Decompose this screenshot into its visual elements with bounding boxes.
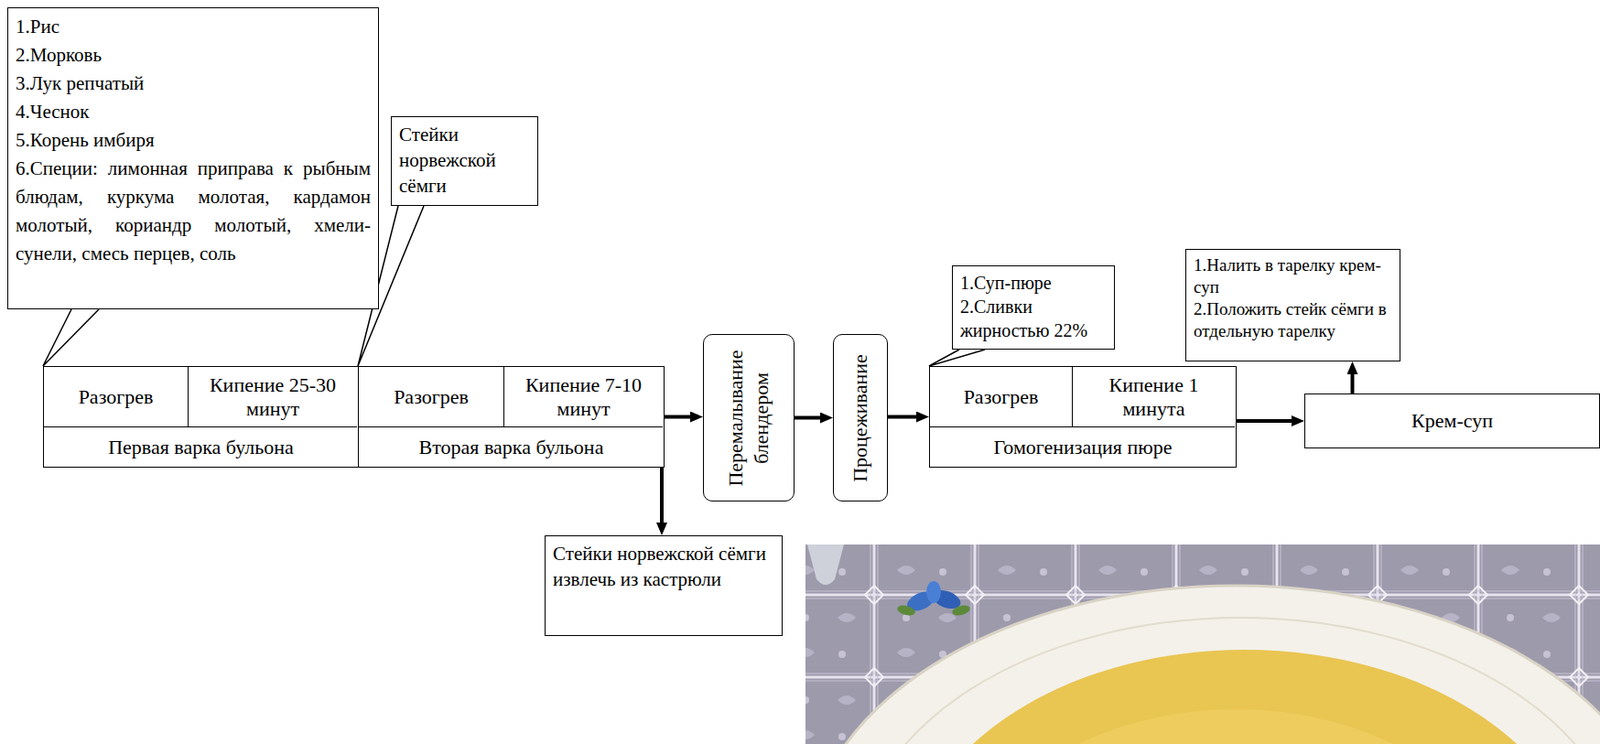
step-cell: Разогрев <box>43 367 189 428</box>
callout-box: 1.Суп-пюре2.Сливки жирностью 22% <box>951 265 1115 350</box>
callout-tail <box>929 349 985 367</box>
callout-text: Стейки норвежской сёмги <box>399 121 530 199</box>
step-text: Кипение 25-30 минут <box>194 373 352 422</box>
callout-box: Стейки норвежской сёмги <box>390 116 539 206</box>
step-cell: Кипение 25-30 минут <box>188 367 357 428</box>
callout-text: 6.Специи: лимонная приправа к рыбным блю… <box>15 154 371 269</box>
step-text: Разогрев <box>963 385 1039 410</box>
callout-text: 4.Чеснок <box>15 97 371 127</box>
step-cell: Разогрев <box>358 367 505 428</box>
flow-arrow <box>887 415 920 420</box>
stage-label: Первая варка бульона <box>43 427 358 467</box>
soup-photo <box>805 544 1600 744</box>
process-text: Перемалывание блендером <box>723 340 775 496</box>
step-text: Кипение 1 минута <box>1078 373 1230 422</box>
process-text: Процеживание <box>847 340 874 496</box>
callout-text: 2.Морковь <box>15 41 371 70</box>
step-cell: Разогрев <box>929 367 1073 428</box>
callout-box: Крем-суп <box>1304 393 1600 449</box>
step-cell: Кипение 1 минута <box>1072 367 1235 428</box>
flow-arrow <box>659 467 664 527</box>
stage-label: Вторая варка бульона <box>358 427 664 467</box>
callout-text: 2.Положить стейк сёмги в отдельную тарел… <box>1193 298 1393 343</box>
callout-text: 2.Сливки жирностью 22% <box>960 294 1107 343</box>
process-box: Перемалывание блендером <box>702 334 795 502</box>
callout-tail <box>43 309 99 367</box>
flow-arrow <box>794 416 824 421</box>
callout-text: Крем-суп <box>1411 408 1493 434</box>
callout-box: 1.Налить в тарелку крем-суп2.Положить ст… <box>1185 248 1401 362</box>
callout-box: Стейки норвежской сёмги извлечь из кастр… <box>544 535 783 637</box>
step-text: Разогрев <box>78 385 154 410</box>
flow-arrow <box>1236 419 1296 423</box>
callout-text: 1.Налить в тарелку крем-суп <box>1193 254 1393 299</box>
stage-box: Первая варка бульона Разогрев Кипение 25-3… <box>43 366 359 468</box>
callout-text: 1.Суп-пюре <box>960 270 1107 295</box>
step-cell: Кипение 7-10 минут <box>504 367 663 428</box>
process-box: Процеживание <box>832 334 888 502</box>
callout-text: Стейки норвежской сёмги извлечь из кастр… <box>552 540 775 593</box>
stage-box: Гомогенизация пюре Разогрев Кипение 1 мину… <box>929 366 1237 468</box>
stage-box: Вторая варка бульона Разогрев Кипение 7-10… <box>357 366 665 468</box>
stage-label: Гомогенизация пюре <box>929 427 1236 467</box>
step-text: Разогрев <box>393 385 469 410</box>
callout-text: 1.Рис <box>15 12 371 42</box>
flow-arrow <box>664 415 694 420</box>
callout-text: 5.Корень имбиря <box>15 126 371 155</box>
step-text: Кипение 7-10 минут <box>509 373 658 422</box>
callout-text: 3.Лук репчатый <box>15 69 371 98</box>
flow-arrow <box>1351 370 1355 394</box>
callout-box: 1.Рис2.Морковь3.Лук репчатый4.Чеснок5.Ко… <box>7 7 379 310</box>
